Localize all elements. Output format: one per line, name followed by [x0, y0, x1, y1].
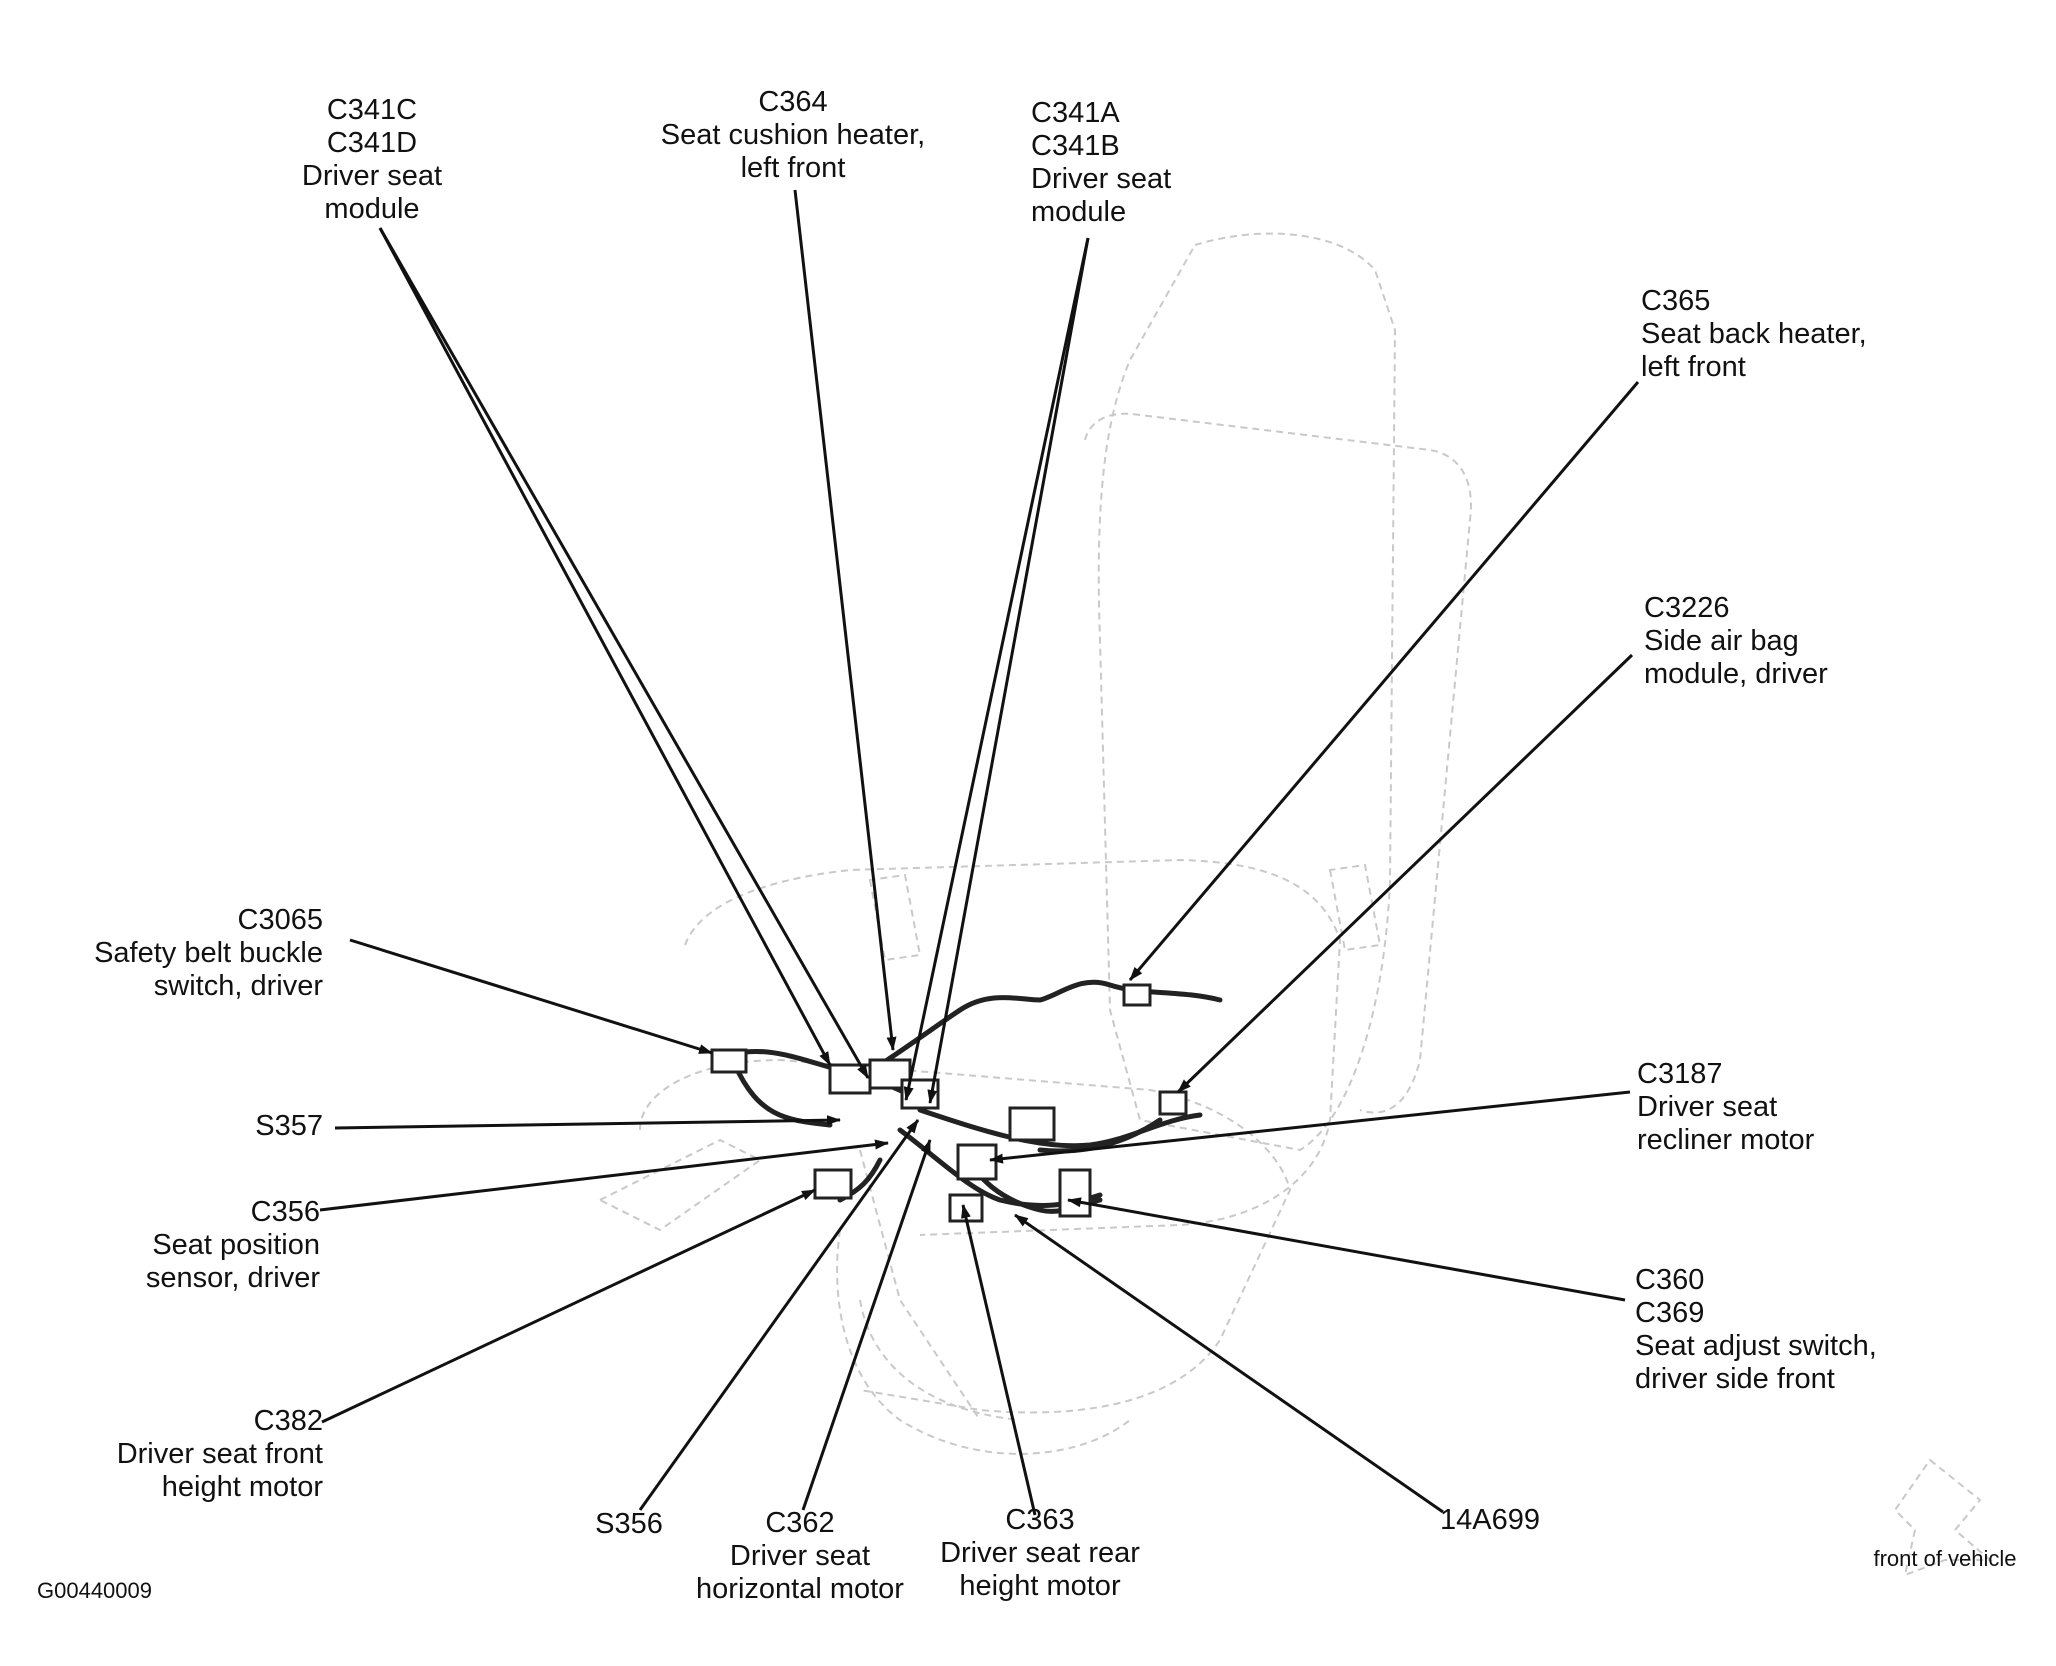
- callout-line: recliner motor: [1637, 1124, 1815, 1156]
- leader-c341cd-b: [378, 227, 870, 1079]
- callout-s356: S356: [595, 1508, 663, 1541]
- callout-c362: C362 Driver seat horizontal motor: [696, 1507, 904, 1606]
- callout-line: C382: [253, 1405, 323, 1437]
- callout-line: Seat adjust switch,: [1635, 1330, 1877, 1362]
- leader-14a699: [1014, 1213, 1444, 1514]
- callout-c365: C365 Seat back heater, left front: [1641, 285, 1867, 384]
- callout-14a699: 14A699: [1440, 1504, 1540, 1537]
- callout-line: C341D: [326, 127, 418, 159]
- leader-lines: [319, 189, 1640, 1516]
- callout-line: C363: [1005, 1504, 1075, 1536]
- leader-c341ab-b: [927, 237, 1090, 1104]
- callout-line: S356: [595, 1508, 663, 1540]
- callout-line: switch, driver: [153, 970, 323, 1002]
- callout-line: module: [1031, 196, 1127, 228]
- callout-line: Driver seat: [1637, 1091, 1778, 1123]
- callout-c3187: C3187 Driver seat recliner motor: [1637, 1058, 1814, 1157]
- callout-line: Driver seat: [729, 1540, 871, 1572]
- callout-line: C356: [250, 1196, 320, 1228]
- callout-line: C3226: [1644, 592, 1730, 624]
- callout-line: C3187: [1637, 1058, 1723, 1090]
- leader-c364: [793, 189, 897, 1051]
- callout-c382: C382 Driver seat front height motor: [117, 1405, 323, 1504]
- callout-line: Driver seat front: [116, 1438, 323, 1470]
- seat-outline: [597, 232, 1993, 1577]
- callout-line: C360: [1635, 1264, 1705, 1296]
- callout-c364: C364 Seat cushion heater, left front: [661, 86, 925, 185]
- callout-line: Seat cushion heater,: [660, 119, 926, 151]
- leader-c362: [801, 1139, 932, 1511]
- callout-line: left front: [740, 152, 846, 184]
- callout-line: horizontal motor: [696, 1573, 904, 1605]
- callout-line: C341A: [1031, 97, 1120, 129]
- callout-c3065: C3065 Safety belt buckle switch, driver: [94, 904, 323, 1003]
- callout-line: Driver seat: [301, 160, 443, 192]
- leader-c3187: [989, 1090, 1631, 1164]
- leader-s357: [334, 1115, 841, 1130]
- callout-line: S357: [255, 1110, 323, 1142]
- callout-c363: C363 Driver seat rear height motor: [940, 1504, 1140, 1603]
- leader-c382: [321, 1188, 816, 1424]
- callout-line: C341C: [326, 94, 418, 126]
- leader-c360: [1067, 1197, 1626, 1302]
- callout-line: Side air bag: [1644, 625, 1799, 657]
- callout-line: Driver seat: [1031, 163, 1172, 195]
- leader-c3226: [1176, 653, 1634, 1094]
- leader-c365: [1128, 381, 1640, 981]
- leader-c341cd-a: [378, 227, 832, 1066]
- figure-id: G00440009: [37, 1578, 152, 1603]
- callout-line: C341B: [1031, 130, 1120, 162]
- callout-line: C3065: [237, 904, 323, 936]
- leader-c341ab-a: [903, 237, 1090, 1101]
- callout-line: left front: [1641, 351, 1746, 383]
- callout-line: module, driver: [1644, 658, 1828, 690]
- callout-line: C369: [1635, 1297, 1705, 1329]
- leader-s356: [638, 1119, 920, 1511]
- orientation-label-text: front of vehicle: [1873, 1546, 2017, 1571]
- callout-line: C364: [758, 86, 828, 118]
- callout-line: sensor, driver: [145, 1262, 320, 1294]
- callout-c341cd: C341C C341D Driver seat module: [302, 94, 442, 226]
- callout-line: Seat back heater,: [1641, 318, 1867, 350]
- callout-line: C365: [1641, 285, 1711, 317]
- callout-line: driver side front: [1635, 1363, 1835, 1395]
- callout-line: Safety belt buckle: [94, 937, 323, 969]
- callout-c3226: C3226 Side air bag module, driver: [1644, 592, 1828, 691]
- callout-line: Seat position: [152, 1229, 320, 1261]
- callout-line: module: [324, 193, 420, 225]
- callout-line: 14A699: [1440, 1504, 1540, 1536]
- callout-line: height motor: [959, 1570, 1121, 1602]
- leader-c3065: [349, 938, 713, 1055]
- leader-c356: [319, 1139, 889, 1212]
- callout-line: Driver seat rear: [940, 1537, 1140, 1569]
- leader-c363: [961, 1204, 1037, 1516]
- callout-c356: C356 Seat position sensor, driver: [146, 1196, 320, 1295]
- callout-line: height motor: [161, 1471, 323, 1503]
- callout-c341ab: C341A C341B Driver seat module: [1031, 97, 1171, 229]
- callout-c360: C360 C369 Seat adjust switch, driver sid…: [1635, 1264, 1877, 1396]
- orientation-label: front of vehicle: [1873, 1546, 2016, 1572]
- callout-s357: S357: [255, 1110, 323, 1143]
- callout-line: C362: [765, 1507, 835, 1539]
